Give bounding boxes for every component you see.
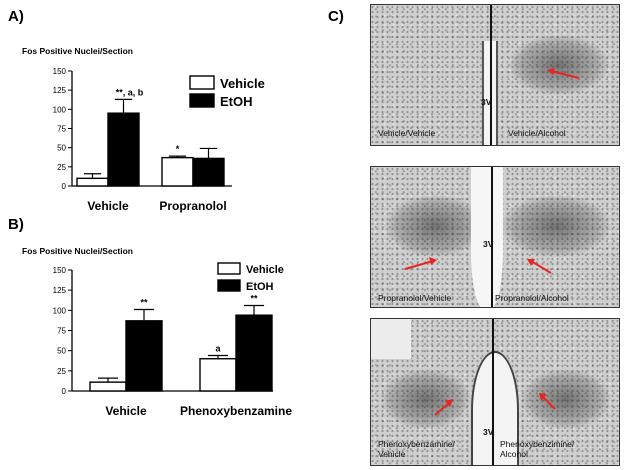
tissue-edge <box>371 319 411 359</box>
y-tick-label: 125 <box>53 286 67 295</box>
micro-label-vehicle-alcohol: Vehicle/Alcohol <box>508 128 566 138</box>
y-tick-label: 25 <box>57 163 66 172</box>
bar-vehicle-propranolol <box>161 156 194 187</box>
third-ventricle <box>471 351 519 465</box>
micro-label-vehicle-vehicle: Vehicle/Vehicle <box>378 128 436 138</box>
y-tick-label: 150 <box>53 266 67 275</box>
significance-annotation: a <box>215 344 221 354</box>
bar-etoh-propranolol <box>192 157 225 187</box>
section-divider <box>490 5 492 145</box>
chart-b: 0255075100125150Vehicle**Phenoxybenzamin… <box>53 262 292 418</box>
red-arrow-icon <box>527 259 552 274</box>
red-arrow-icon <box>539 393 556 410</box>
red-arrow-icon <box>434 399 453 416</box>
legend-label-etoh: EtOH <box>246 281 274 293</box>
y-tick-label: 100 <box>53 306 67 315</box>
y-tick-label: 50 <box>57 144 66 153</box>
significance-annotation: ** <box>140 298 148 308</box>
panel-c-label: C) <box>328 8 344 25</box>
ventricle-label: 3V <box>483 427 494 437</box>
y-tick-label: 75 <box>57 327 66 336</box>
fos-cluster <box>509 35 609 95</box>
y-tick-label: 25 <box>57 367 66 376</box>
y-tick-label: 75 <box>57 125 66 134</box>
panel-b-label: B) <box>8 216 24 233</box>
micrograph-row-1: 3V Vehicle/Vehicle Vehicle/Alcohol <box>370 4 620 146</box>
section-divider <box>491 167 493 307</box>
significance-annotation: **, a, b <box>116 87 144 97</box>
fos-cluster <box>385 195 485 257</box>
x-category-label: Phenoxybenzamine <box>180 404 292 418</box>
chart-b-ylabel: Fos Positive Nuclei/Section <box>22 246 134 256</box>
legend-label-vehicle: Vehicle <box>220 76 265 91</box>
bar-vehicle-vehicle <box>89 381 127 392</box>
red-arrow-icon <box>547 68 580 79</box>
ventricle-label: 3V <box>481 97 492 107</box>
y-tick-label: 0 <box>62 387 67 396</box>
bar-etoh-vehicle <box>107 112 140 187</box>
third-ventricle <box>471 167 503 307</box>
legend-swatch-etoh <box>189 93 215 108</box>
micrograph-row-3: 3V Phenoxybenzamine/ Vehicle Phenoxybenz… <box>370 318 620 466</box>
fos-cluster <box>501 195 611 257</box>
x-category-label: Vehicle <box>87 199 129 213</box>
fos-cluster <box>521 369 611 429</box>
bar-vehicle-phenoxybenzamine <box>199 358 237 392</box>
section-divider <box>492 319 494 465</box>
bar-etoh-phenoxybenzamine <box>235 314 273 392</box>
legend-swatch-vehicle <box>189 75 215 90</box>
chart-a-ylabel: Fos Positive Nuclei/Section <box>22 46 134 56</box>
legend-swatch-etoh <box>217 279 241 292</box>
y-tick-label: 150 <box>53 67 67 76</box>
fos-cluster <box>381 369 471 429</box>
micro-label-propranolol-alcohol: Propranolol/Alcohol <box>495 293 569 303</box>
micro-label-phenoxybenzamine-vehicle: Phenoxybenzamine/ Vehicle <box>378 439 456 459</box>
legend-swatch-vehicle <box>217 262 241 275</box>
significance-annotation: * <box>176 144 180 154</box>
red-arrow-icon <box>404 257 437 270</box>
micrograph-row-2: 3V Propranolol/Vehicle Propranolol/Alcoh… <box>370 166 620 308</box>
ventricle-label: 3V <box>483 239 494 249</box>
y-tick-label: 125 <box>53 86 67 95</box>
y-tick-label: 0 <box>62 182 67 191</box>
y-tick-label: 100 <box>53 105 67 114</box>
legend-label-vehicle: Vehicle <box>246 264 284 276</box>
significance-annotation: ** <box>250 293 258 303</box>
legend-label-etoh: EtOH <box>220 94 253 109</box>
x-category-label: Propranolol <box>159 199 226 213</box>
y-tick-label: 50 <box>57 347 66 356</box>
micro-label-propranolol-vehicle: Propranolol/Vehicle <box>378 293 452 303</box>
panel-a-label: A) <box>8 8 24 25</box>
micro-label-phenoxybenzimine-alcohol: Phenoxybenzimine/ Alcohol <box>500 439 575 459</box>
x-category-label: Vehicle <box>105 404 147 418</box>
bar-etoh-vehicle <box>125 320 163 392</box>
